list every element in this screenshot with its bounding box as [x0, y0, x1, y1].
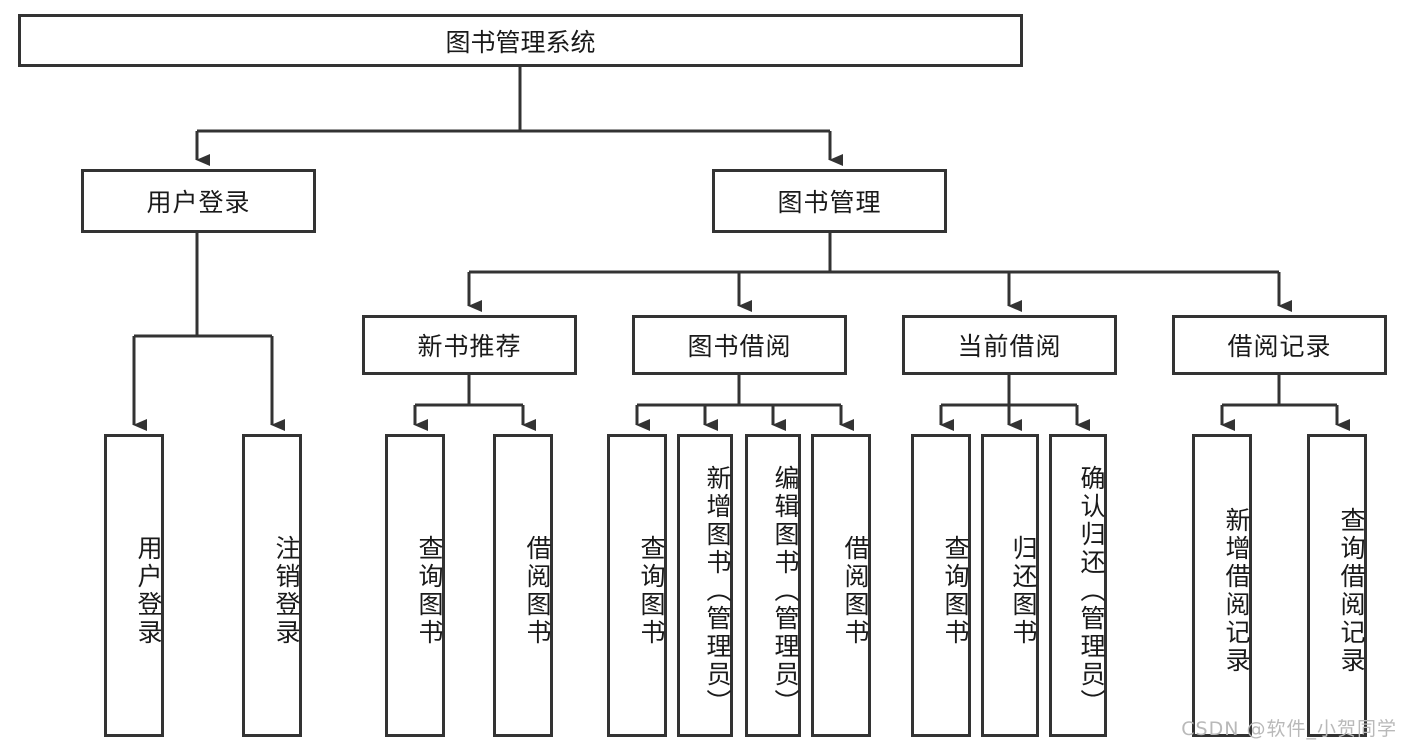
leaf-confirm-return-admin[interactable]: 确认归还（管理员） — [1049, 434, 1107, 737]
leaf-logout[interactable]: 注销登录 — [242, 434, 302, 737]
node-root-system[interactable]: 图书管理系统 — [18, 14, 1023, 67]
leaf-query-book-borrow[interactable]: 查询图书 — [607, 434, 667, 737]
leaf-user-login[interactable]: 用户登录 — [104, 434, 164, 737]
node-book-borrow[interactable]: 图书借阅 — [632, 315, 847, 375]
node-book-management[interactable]: 图书管理 — [712, 169, 947, 233]
node-label: 归还图书 — [1009, 534, 1038, 647]
leaf-query-borrow-record[interactable]: 查询借阅记录 — [1307, 434, 1367, 737]
node-label: 查询借阅记录 — [1337, 506, 1366, 675]
leaf-return-book[interactable]: 归还图书 — [981, 434, 1039, 737]
node-label: 借阅图书 — [841, 534, 870, 647]
node-label: 借阅图书 — [523, 534, 552, 647]
node-label: 编辑图书（管理员） — [771, 464, 800, 717]
node-label: 确认归还（管理员） — [1077, 464, 1106, 717]
node-label: 查询图书 — [941, 534, 970, 647]
node-label: 用户登录 — [134, 534, 163, 647]
node-label: 当前借阅 — [957, 332, 1062, 361]
leaf-edit-book-admin[interactable]: 编辑图书（管理员） — [745, 434, 801, 737]
leaf-query-book-recommend[interactable]: 查询图书 — [385, 434, 445, 737]
leaf-borrow-book-recommend[interactable]: 借阅图书 — [493, 434, 553, 737]
node-new-book-recommend[interactable]: 新书推荐 — [362, 315, 577, 375]
node-label: 查询图书 — [415, 534, 444, 647]
node-label: 新增图书（管理员） — [703, 464, 732, 717]
leaf-add-borrow-record[interactable]: 新增借阅记录 — [1192, 434, 1252, 737]
leaf-query-book-current[interactable]: 查询图书 — [911, 434, 971, 737]
node-label: 图书管理系统 — [445, 27, 596, 57]
node-label: 查询图书 — [637, 534, 666, 647]
leaf-borrow-book[interactable]: 借阅图书 — [811, 434, 871, 737]
node-label: 图书管理 — [777, 188, 882, 217]
node-user-login[interactable]: 用户登录 — [81, 169, 316, 233]
watermark-text: CSDN @软件_小贺同学 — [1181, 718, 1397, 740]
node-current-borrow[interactable]: 当前借阅 — [902, 315, 1117, 375]
node-label: 用户登录 — [146, 188, 251, 217]
node-label: 借阅记录 — [1227, 332, 1332, 361]
node-label: 注销登录 — [272, 534, 301, 647]
leaf-add-book-admin[interactable]: 新增图书（管理员） — [677, 434, 733, 737]
node-label: 图书借阅 — [687, 332, 792, 361]
node-label: 新增借阅记录 — [1222, 506, 1251, 675]
node-borrow-record[interactable]: 借阅记录 — [1172, 315, 1387, 375]
node-label: 新书推荐 — [417, 332, 522, 361]
